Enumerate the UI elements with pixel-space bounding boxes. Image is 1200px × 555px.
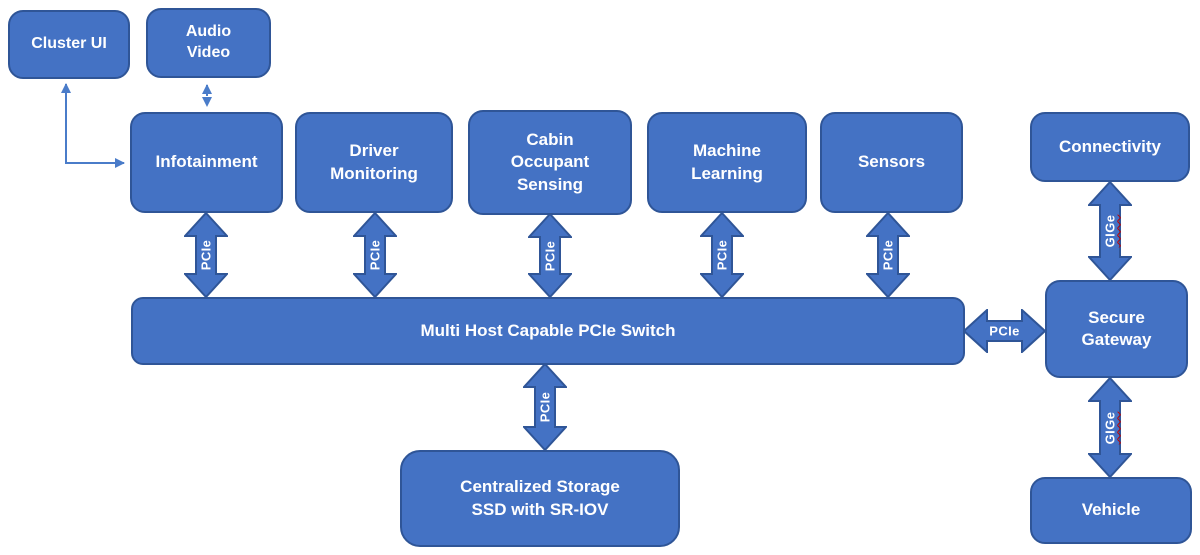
pcie-arrow-switch-storage: PCIe bbox=[523, 363, 567, 451]
link-label: PCIe bbox=[880, 239, 896, 271]
node-sensors: Sensors bbox=[820, 112, 963, 213]
gige-arrow-gateway-vehicle: GIGe bbox=[1088, 377, 1132, 478]
node-audio-video: Audio Video bbox=[146, 8, 271, 78]
link-label: GIGe bbox=[1102, 411, 1118, 444]
pcie-arrow-infotainment-switch: PCIe bbox=[184, 212, 228, 298]
link-label: PCIe bbox=[989, 323, 1020, 339]
link-label: PCIe bbox=[714, 239, 730, 271]
cluster-ui-infotainment-connector bbox=[61, 83, 125, 168]
gige-arrow-connectivity-gateway: GIGe bbox=[1088, 181, 1132, 281]
pcie-arrow-driver-switch: PCIe bbox=[353, 212, 397, 298]
link-label: PCIe bbox=[198, 239, 214, 271]
node-centralized-storage: Centralized Storage SSD with SR-IOV bbox=[400, 450, 680, 547]
link-label: PCIe bbox=[367, 239, 383, 271]
pcie-arrow-machine-switch: PCIe bbox=[700, 212, 744, 298]
node-cluster-ui: Cluster UI bbox=[8, 10, 130, 79]
node-connectivity: Connectivity bbox=[1030, 112, 1190, 182]
node-secure-gateway: Secure Gateway bbox=[1045, 280, 1188, 378]
pcie-arrow-sensors-switch: PCIe bbox=[866, 212, 910, 298]
node-vehicle: Vehicle bbox=[1030, 477, 1192, 544]
pcie-arrow-cabin-switch: PCIe bbox=[528, 213, 572, 298]
pcie-arrow-switch-gateway: PCIe bbox=[963, 309, 1046, 353]
node-infotainment: Infotainment bbox=[130, 112, 283, 213]
node-driver-monitoring: Driver Monitoring bbox=[295, 112, 453, 213]
node-pcie-switch: Multi Host Capable PCIe Switch bbox=[131, 297, 965, 365]
link-label: GIGe bbox=[1102, 214, 1118, 248]
link-label: PCIe bbox=[537, 391, 553, 423]
node-machine-learning: Machine Learning bbox=[647, 112, 807, 213]
link-label: PCIe bbox=[542, 240, 558, 271]
node-cabin-occupant-sensing: Cabin Occupant Sensing bbox=[468, 110, 632, 215]
